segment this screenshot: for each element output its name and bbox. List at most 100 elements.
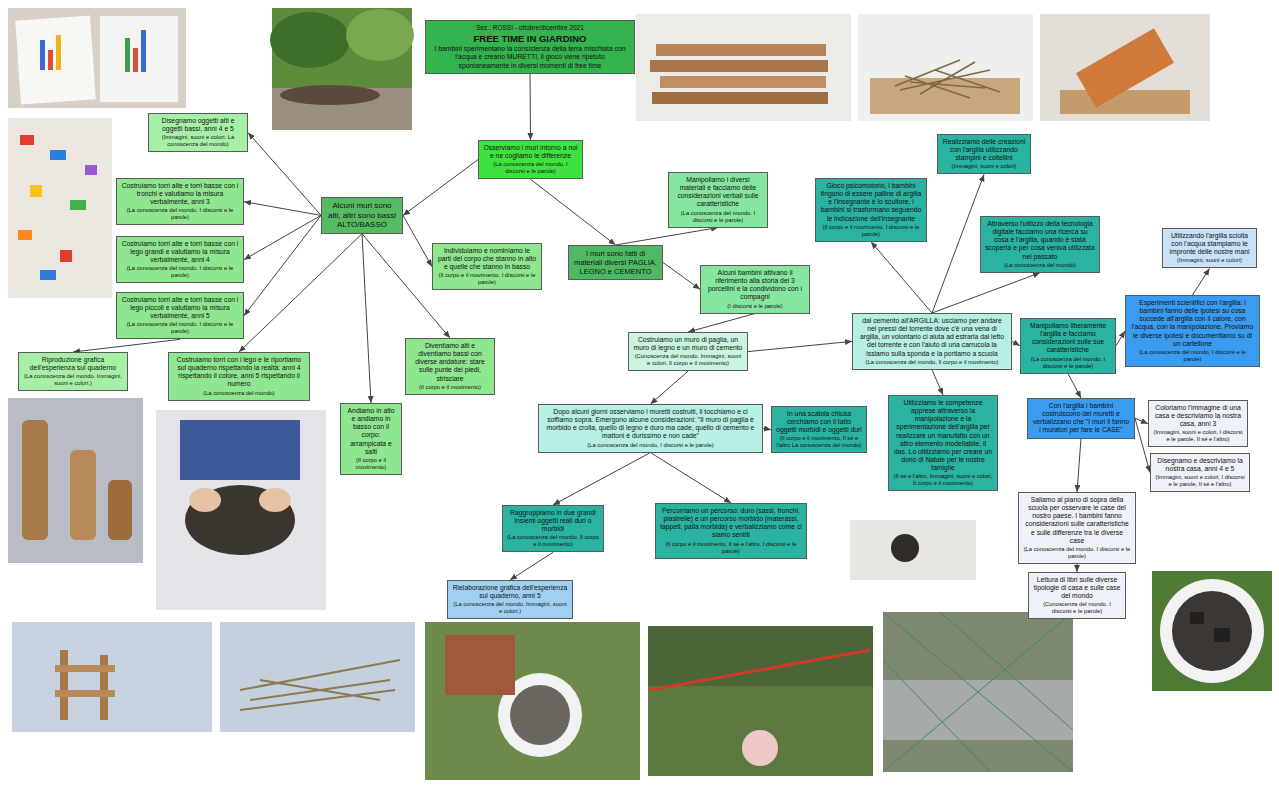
activity-text: Esperimenti scientifici con l'argilla: i… (1130, 299, 1255, 348)
subject-text: (Il corpo e il movimento) (410, 384, 490, 391)
subject-text: FREE TIME IN GIARDINO (430, 33, 630, 44)
subject-text: (Immagini, suoni e colori) (1167, 257, 1252, 264)
connector-arrow (244, 215, 321, 259)
activity-text: Costruiamo torri alte e torri basse con … (121, 296, 239, 320)
connector-arrow (73, 339, 180, 352)
activity-text: Manipoliamo i diversi materiali e faccia… (673, 176, 763, 209)
subject-text: (Immagini, suoni e colori, I discorsi e … (1155, 474, 1245, 488)
subject-text: (Conoscenza del mondo. Immagini, suoni e… (633, 353, 743, 367)
activity-box: Dopo alcuni giorni osserviamo i muretti … (538, 404, 763, 453)
activity-box: Gioco psicomotorio, i bambini fingono di… (815, 178, 927, 242)
connector-arrow (932, 174, 984, 313)
connector-arrow (1116, 331, 1125, 346)
activity-text: Gioco psicomotorio, i bambini fingono di… (820, 182, 922, 223)
subject-text: (Immagini, suoni e colori) (942, 163, 1026, 170)
activity-box: Lettura di libri sulle diverse tipologie… (1028, 572, 1126, 619)
activity-text: Costruiamo torri alte e torri basse con … (121, 182, 239, 206)
photo (220, 622, 415, 732)
subject-text: (Il corpo e il movimento, Il sé e l'altr… (776, 435, 862, 449)
connector-arrow (1135, 418, 1148, 423)
subject-text: (Immagini, suoni e colori. La conoscenza… (153, 134, 243, 148)
subject-text: (La conoscenza del mondo. I discorsi e l… (121, 265, 239, 279)
subject-text: (La conoscenza del mondo. I discorsi e l… (121, 321, 239, 335)
connector-arrow (932, 273, 1040, 313)
connector-arrow (616, 228, 719, 245)
activity-text: Attraverso l'utilizzo della tecnologia d… (985, 220, 1095, 261)
activity-box: I muri sono fatti di materiali diversi P… (568, 245, 663, 280)
activity-box: Alcuni muri sono alti, altri sono bassi … (321, 197, 403, 234)
activity-box: Attraverso l'utilizzo della tecnologia d… (980, 216, 1100, 273)
activity-text: Costruiamo un muro di paglia, un muro di… (633, 336, 743, 352)
subject-text: (Conoscenza del mondo. I discorsi e le p… (1033, 601, 1121, 615)
activity-text: Riproduzione grafica dell'esperienza sul… (23, 356, 123, 372)
subject-text: (Il sé e l'altro, Immagini, suoni e colo… (893, 473, 993, 487)
activity-box: Utilizzando l'argilla sciolta con l'acqu… (1162, 228, 1257, 268)
subject-text: (La conoscenza del mondo) (173, 390, 305, 397)
photo (1040, 14, 1210, 121)
photo (12, 622, 212, 732)
connector-arrow (244, 202, 321, 216)
subject-text: (Il corpo e il movimento, Il sé e l'altr… (660, 541, 802, 555)
subject-text: (Il corpo e il movimento. I discorsi e l… (437, 272, 537, 286)
connector-arrow (510, 552, 553, 580)
subject-text: (I discorsi e le parole) (705, 303, 805, 310)
activity-box: Costruiamo torri alte e torri basse con … (116, 292, 244, 339)
activity-text: Utilizzando l'argilla sciolta con l'acqu… (1167, 232, 1252, 256)
connector-arrow (1077, 564, 1078, 572)
connector-arrow (1012, 341, 1020, 345)
subject-text: (La conoscenza del mondo, Il corpo e il … (857, 359, 1007, 366)
activity-text: Disegnamo oggetti alti e oggetti bassi, … (153, 117, 243, 133)
photo (636, 14, 851, 121)
activity-text: Sez.: ROSSI - ottobre/dicembre 2021 (430, 24, 630, 32)
activity-box: Osserviamo i muri intorno a noi e ne cog… (478, 140, 583, 179)
subject-text: (La conoscenza del mondo. I discorsi e l… (1023, 546, 1131, 560)
activity-text: Coloriamo l'immagine di una casa e descr… (1153, 404, 1243, 428)
connector-arrow (244, 215, 321, 315)
photo (8, 8, 186, 108)
connector-arrow (651, 371, 689, 404)
connector-arrow (932, 370, 943, 395)
connector-arrow (362, 234, 371, 403)
photo (1152, 571, 1272, 691)
connector-arrow (553, 453, 651, 505)
photo (270, 8, 414, 130)
subject-text: (La conoscenza del mondo, I discorsi e l… (483, 161, 578, 175)
activity-text: Costruiamo torri alte e torri basse con … (121, 240, 239, 264)
activity-box: Costruiamo torri alte e torri basse con … (116, 178, 244, 225)
activity-box: dal cemento all'ARGILLA: usciamo per and… (852, 313, 1012, 370)
connector-arrow (663, 263, 700, 290)
connector-arrow (651, 453, 732, 503)
activity-box: Rielaborazione grafica dell'esperienza s… (447, 580, 573, 619)
connector-arrow (1193, 268, 1210, 295)
header-box: Sez.: ROSSI - ottobre/dicembre 2021FREE … (425, 20, 635, 74)
photo (850, 520, 976, 580)
activity-text: Alcuni bambini attivano il riferimento a… (705, 269, 805, 302)
photo (648, 626, 873, 776)
activity-box: Andiamo in alto e andiamo in basso con i… (340, 403, 402, 475)
subject-text: (La conoscenza del mondo. Immagini, suon… (452, 601, 568, 615)
activity-box: Costruiamo torri alte e torri basse con … (116, 236, 244, 283)
activity-text: Andiamo in alto e andiamo in basso con i… (345, 407, 397, 456)
activity-text: In una scatola chiusa cerchiamo con il t… (776, 410, 862, 434)
activity-text: Saliamo al piano di sopra della scuola p… (1023, 496, 1131, 545)
activity-text: dal cemento all'ARGILLA: usciamo per and… (857, 317, 1007, 358)
connector-arrow (530, 74, 532, 140)
activity-box: Realizziamo delle creazioni con l'argill… (937, 134, 1031, 174)
activity-text: Costruiamo torri con i lego e le riporti… (173, 356, 305, 389)
activity-text: Rielaborazione grafica dell'esperienza s… (452, 584, 568, 600)
activity-box: Saliamo al piano di sopra della scuola p… (1018, 492, 1136, 564)
subject-text: (La conoscenza del mondo, I discorsi e l… (1025, 356, 1111, 370)
subject-text: (La conoscenza del mondo. I discorsi e l… (121, 207, 239, 221)
connector-arrow (688, 314, 755, 332)
activity-box: Costruiamo un muro di paglia, un muro di… (628, 332, 748, 371)
activity-box: Manipoliamo i diversi materiali e faccia… (668, 172, 768, 228)
subject-text: (La conoscenza del mondo. I discorsi e l… (673, 210, 763, 224)
activity-text: Manipoliamo liberamente l'argilla e facc… (1025, 322, 1111, 355)
activity-text: Con l'argilla i bambini costruiscono dei… (1032, 402, 1130, 435)
activity-text: Alcuni muri sono alti, altri sono bassi … (326, 201, 398, 230)
photo (425, 622, 640, 780)
photo (883, 612, 1073, 772)
activity-box: Disegnamo e descriviamo la nostra casa, … (1150, 453, 1250, 492)
subject-text: I bambini sperimentano la consistenza de… (430, 45, 630, 69)
subject-text: (Il corpo e il movimento) (345, 457, 397, 471)
